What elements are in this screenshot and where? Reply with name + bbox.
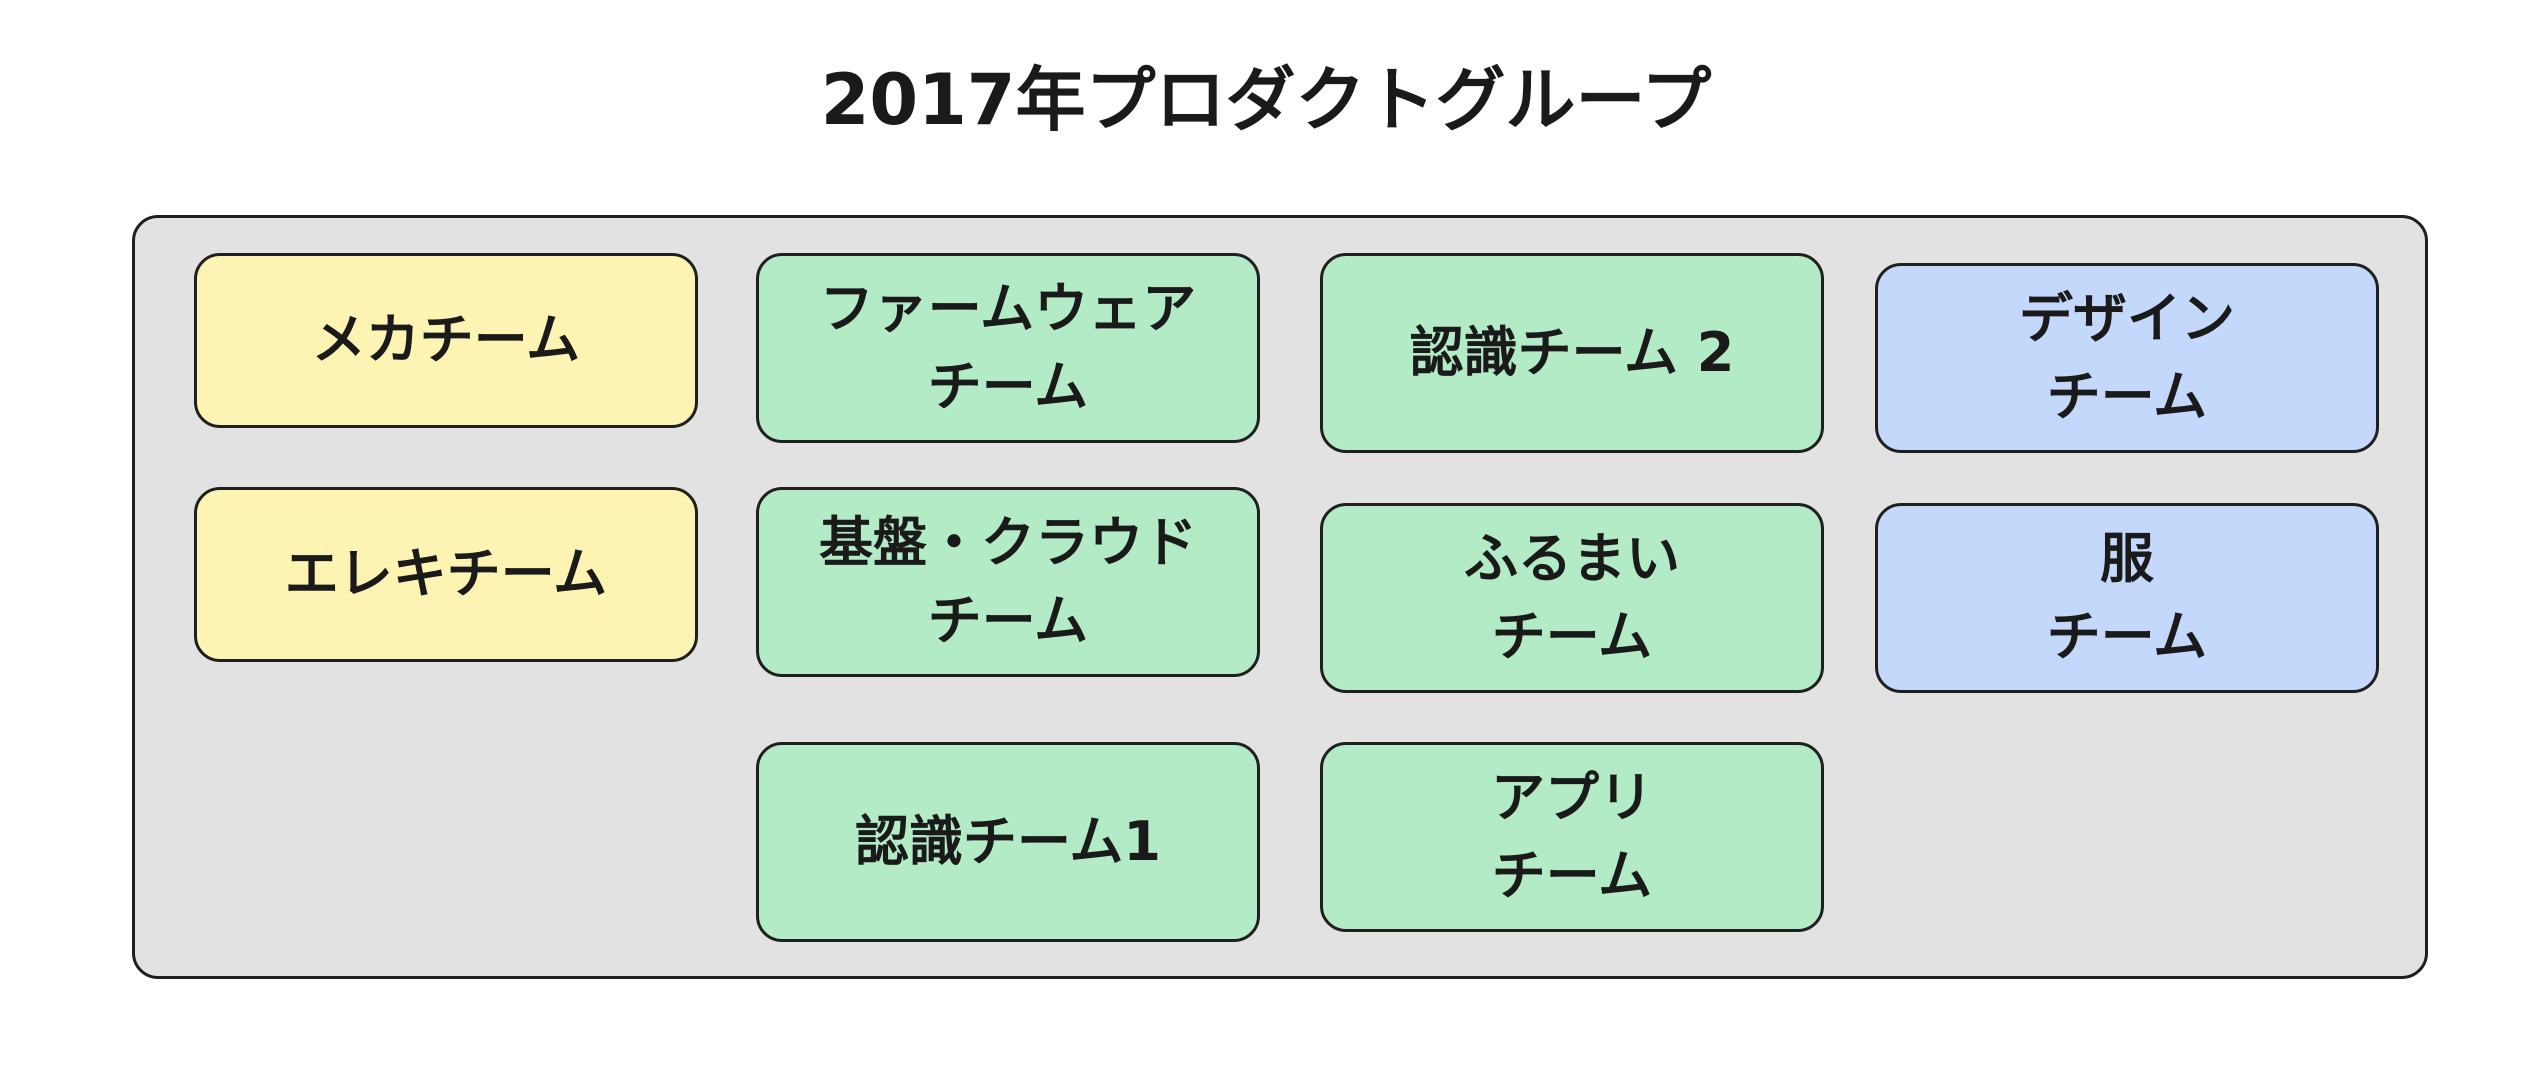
node-ninshiki-team-1: 認識チーム1 [756,742,1260,942]
node-appli-team: アプリ チーム [1320,742,1824,932]
diagram-title: 2017年プロダクトグループ [820,59,1712,141]
node-ereki-team: エレキチーム [194,487,698,662]
node-ninshiki-team-2: 認識チーム 2 [1320,253,1824,453]
node-kiban-cloud-team: 基盤・クラウド チーム [756,487,1260,677]
node-meka-team: メカチーム [194,253,698,428]
node-furumai-team: ふるまい チーム [1320,503,1824,693]
node-fuku-team: 服 チーム [1875,503,2379,693]
node-firmware-team: ファームウェア チーム [756,253,1260,443]
node-design-team: デザイン チーム [1875,263,2379,453]
